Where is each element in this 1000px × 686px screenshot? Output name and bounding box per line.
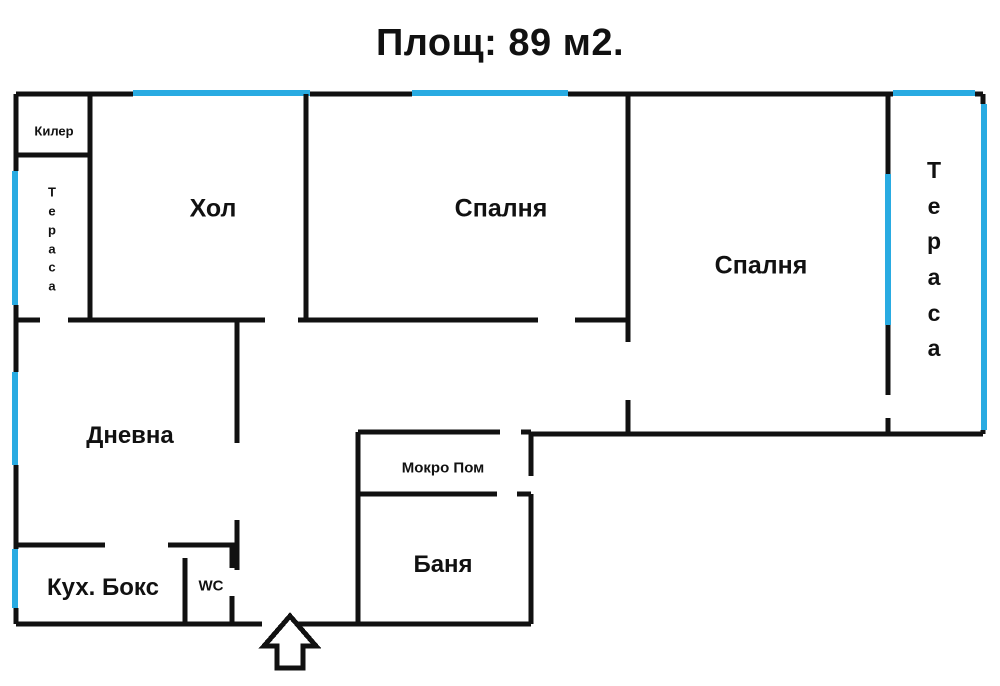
terrace-right-char-1: Т xyxy=(926,157,942,184)
terrace-left-char-1: Т xyxy=(48,184,56,200)
terrace-left-char-6: а xyxy=(48,278,56,294)
room-label-terrace-right: Т е р а с а xyxy=(927,153,941,367)
page-title: Площ: 89 м2. xyxy=(375,22,625,64)
room-label-dnevna: Дневна xyxy=(86,422,174,449)
room-label-hol: Хол xyxy=(189,194,237,223)
terrace-right-char-6: а xyxy=(927,335,941,362)
interior-walls xyxy=(16,94,891,624)
room-label-terrace-left: Т е р а с а xyxy=(48,183,56,296)
terrace-right-char-5: с xyxy=(927,299,941,326)
room-label-wc: WC xyxy=(198,577,224,595)
windows xyxy=(12,90,987,608)
room-label-spalnya-2: Спалня xyxy=(714,251,808,280)
room-label-mokro-pom: Мокро Пом xyxy=(401,459,485,477)
room-label-banya: Баня xyxy=(413,551,473,578)
room-label-spalnya-1: Спалня xyxy=(454,194,548,223)
room-label-kiler: Килер xyxy=(34,123,74,139)
terrace-left-char-2: е xyxy=(48,203,56,219)
terrace-right-char-4: а xyxy=(927,264,941,290)
terrace-right-char-2: е xyxy=(927,192,941,219)
terrace-left-char-4: а xyxy=(48,241,56,256)
outer-walls xyxy=(13,91,986,627)
terrace-left-char-5: с xyxy=(48,259,56,275)
room-label-kuh-boks: Кух. Бокс xyxy=(47,574,159,601)
terrace-right-char-3: р xyxy=(926,228,942,255)
terrace-left-char-3: р xyxy=(48,222,56,238)
entrance-arrow xyxy=(258,612,322,671)
